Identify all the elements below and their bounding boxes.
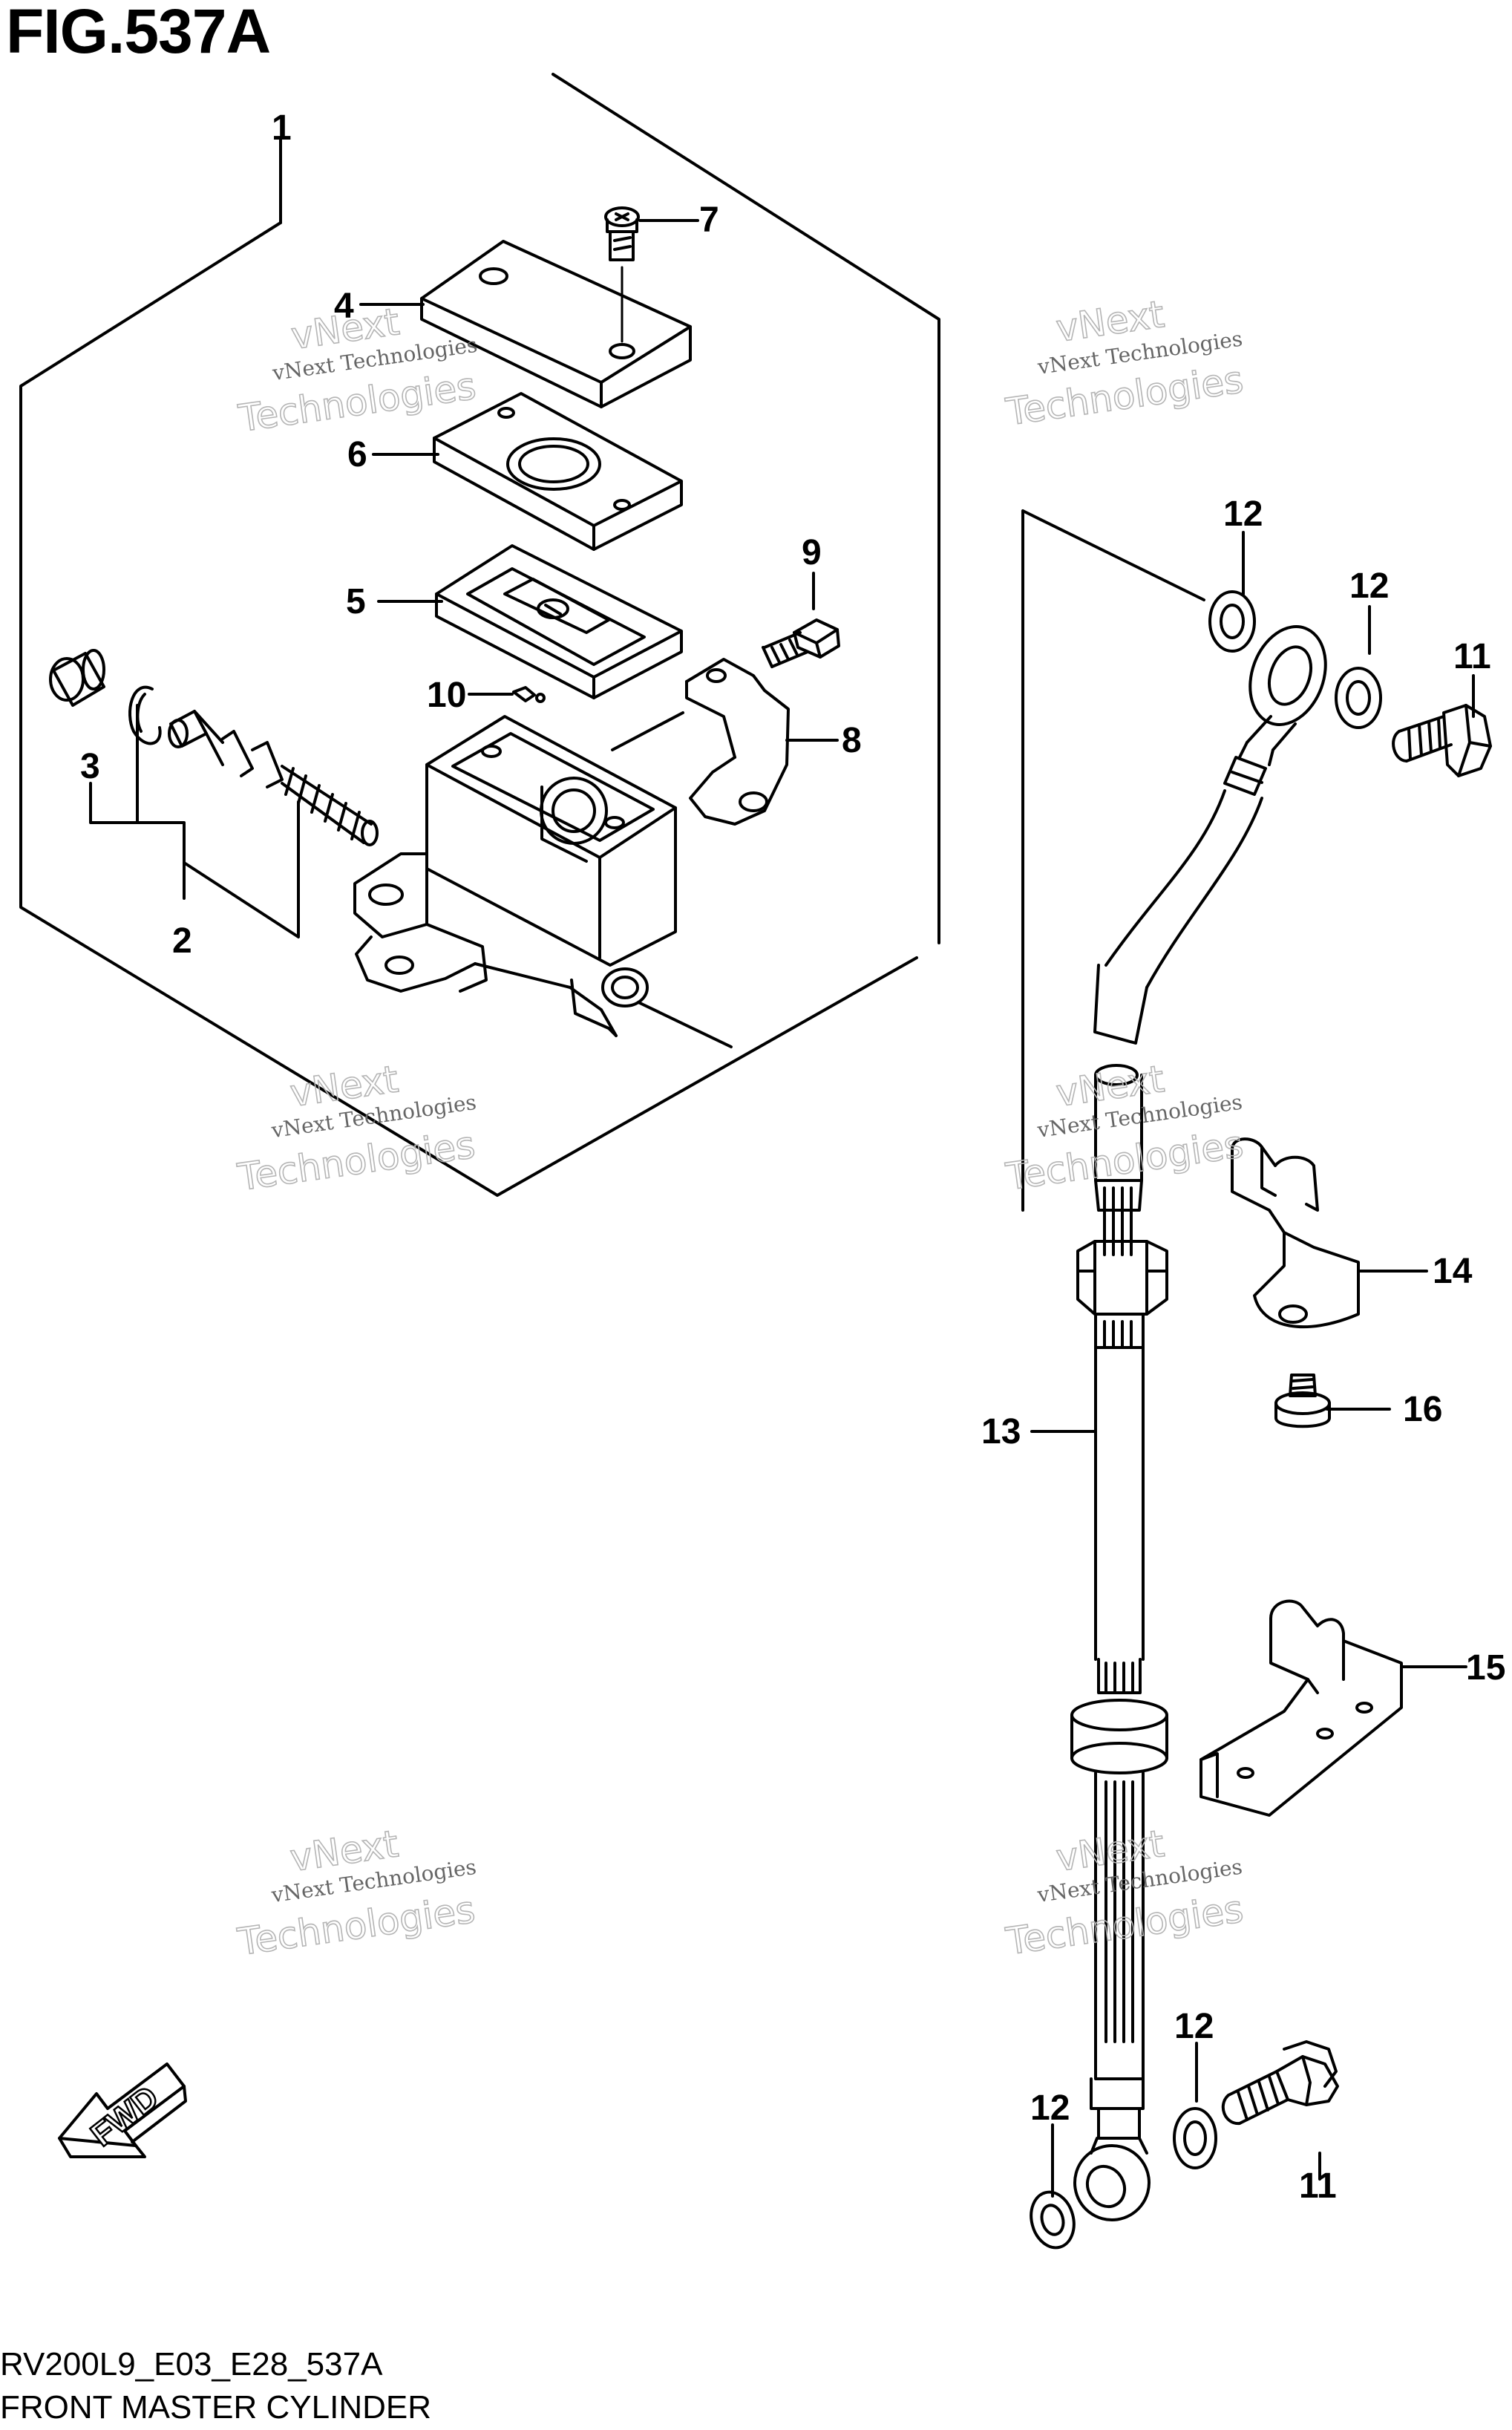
watermark-1: vNext vNext Technologies Technologies — [235, 299, 480, 440]
watermark-big: Technologies — [235, 1888, 477, 1964]
callout-1: 1 — [272, 108, 292, 148]
diagram-caption: FRONT MASTER CYLINDER — [0, 2389, 432, 2426]
bolt-9 — [762, 618, 840, 668]
watermark-big: Technologies — [235, 365, 478, 440]
holder-clamp — [611, 658, 790, 826]
washer-12-lower-left — [1030, 2190, 1076, 2250]
callout-7: 7 — [699, 200, 719, 240]
watermark-2: vNext vNext Technologies Technologies — [1003, 292, 1247, 434]
callout-12d: 12 — [1030, 2088, 1070, 2128]
callout-13: 13 — [981, 1412, 1021, 1451]
leader-line-3-2 — [89, 704, 300, 938]
callout-2: 2 — [172, 921, 192, 961]
clamp-bracket-15 — [1200, 1599, 1403, 1817]
watermark-5: vNext vNext Technologies Technologies — [235, 1822, 479, 1964]
clip-10 — [512, 686, 546, 703]
banjo-bolt-upper — [1392, 704, 1492, 777]
washer-12-upper — [1208, 590, 1256, 653]
snap-ring — [128, 685, 162, 745]
hose-boundary-line — [1021, 509, 1205, 1212]
watermark-6: vNext vNext Technologies Technologies — [1003, 1821, 1247, 1964]
bolt-16 — [1274, 1374, 1331, 1428]
watermark-3: vNext vNext Technologies Technologies — [235, 1057, 479, 1200]
callout-15: 15 — [1466, 1648, 1505, 1688]
callout-9: 9 — [802, 533, 822, 572]
callout-5: 5 — [346, 582, 366, 621]
watermark-big: Technologies — [235, 1123, 477, 1199]
callout-14: 14 — [1433, 1252, 1473, 1291]
figure-title: FIG.537A — [6, 0, 271, 66]
clamp-bracket-14 — [1231, 1137, 1360, 1329]
piston-spring — [168, 710, 379, 846]
banjo-bolt-lower — [1221, 2040, 1339, 2126]
diaphragm-plate — [433, 392, 683, 551]
callout-12a: 12 — [1223, 494, 1263, 534]
upper-banjo-fitting — [1093, 625, 1327, 1045]
callout-11b: 11 — [1299, 2166, 1337, 2206]
callout-12c: 12 — [1174, 2007, 1214, 2046]
washer-12-lower-right — [1173, 2107, 1217, 2169]
callout-10: 10 — [427, 676, 466, 715]
washer-12-second — [1335, 667, 1382, 729]
callout-4: 4 — [334, 287, 354, 326]
lower-banjo-fitting — [1073, 2137, 1151, 2221]
callout-12b: 12 — [1349, 566, 1389, 606]
assembly-outline-lower — [19, 221, 918, 1197]
callout-16: 16 — [1403, 1390, 1442, 1429]
callout-3: 3 — [80, 747, 100, 786]
reservoir-cover — [420, 240, 692, 408]
brake-hose — [1070, 1064, 1168, 2140]
callout-6: 6 — [347, 435, 367, 474]
piston-cup — [49, 649, 105, 707]
callout-8: 8 — [842, 721, 862, 760]
callout-11a: 11 — [1453, 637, 1491, 676]
assembly-outline — [552, 73, 940, 944]
screw-7 — [604, 206, 640, 343]
master-cylinder-body — [353, 715, 733, 1048]
diagram-code: RV200L9_E03_E28_537A — [0, 2346, 383, 2382]
fwd-arrow — [58, 2062, 187, 2158]
diaphragm — [435, 544, 683, 699]
watermark-4: vNext vNext Technologies Technologies — [1003, 1056, 1247, 1199]
